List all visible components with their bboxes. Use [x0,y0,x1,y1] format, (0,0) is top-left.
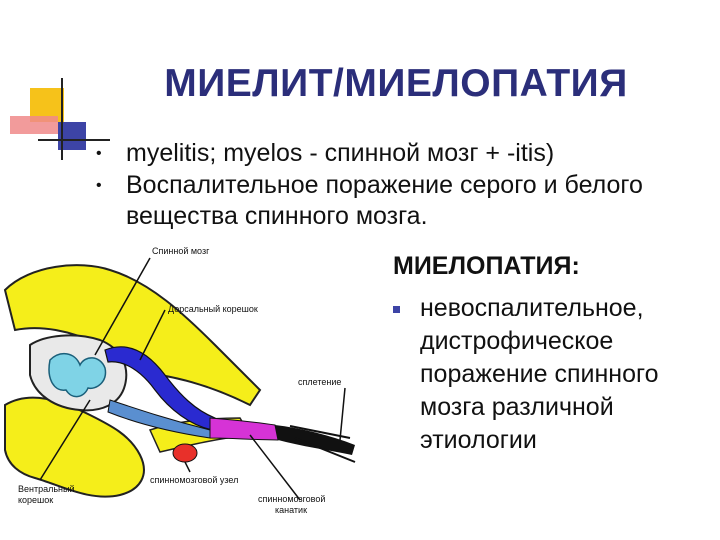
spinal-nerve-trunk [209,417,279,441]
label-spinal-ganglion: спинномозговой узел [150,475,238,485]
label-ventral-root: Вентральный корешок [18,484,77,505]
pointer-line-spinal-canal [249,434,301,501]
label-spinal-canal-line: спинномозговой [258,494,325,504]
spinal-ganglion-shape [172,443,198,463]
slide-title: МИЕЛИТ/МИЕЛОПАТИЯ [164,62,628,105]
myelopathy-item: невоспалительное, дистрофическое поражен… [390,292,710,457]
spinal-cord-diagram: Спинной мозг Дорсальный корешок сплетени… [3,246,356,515]
bullet-text: Воспалительное поражение серого и белого… [126,171,643,230]
label-ventral-root-line: Вентральный [18,484,75,494]
square-bullet-icon [393,306,400,313]
plexus-nerve [275,425,355,455]
label-spinal-canal: спинномозговой канатик [258,494,328,515]
label-spinal-canal-line: канатик [275,505,307,515]
label-plexus: сплетение [298,377,341,387]
pointer-line-plexus [339,387,346,441]
pointer-line-dorsal-root [139,309,166,361]
bullet-list: • myelitis; myelos - спинной мозг + -iti… [96,138,656,233]
bullet-dot-icon: • [96,145,102,162]
label-dorsal-root: Дорсальный корешок [168,304,258,314]
decorative-corner-graphic [10,78,110,160]
bullet-text: myelitis; myelos - спинной мозг + -itis) [126,139,555,167]
plexus-branch-line [294,437,356,463]
pointer-line-spinal-cord [94,257,151,356]
myelopathy-heading: МИЕЛОПАТИЯ: [393,252,580,280]
bullet-item: • myelitis; myelos - спинной мозг + -iti… [96,138,656,169]
pointer-line-ganglion [184,461,191,473]
pointer-line-ventral-root [39,399,91,481]
label-ventral-root-line: корешок [18,495,53,505]
bullet-dot-icon: • [96,177,102,194]
gray-matter-shape [48,353,107,398]
red-square [10,116,58,134]
myelopathy-text: невоспалительное, дистрофическое поражен… [420,294,659,454]
label-spinal-cord: Спинной мозг [152,246,210,256]
bullet-item: • Воспалительное поражение серого и бело… [96,170,656,232]
myelopathy-list: невоспалительное, дистрофическое поражен… [390,292,710,457]
